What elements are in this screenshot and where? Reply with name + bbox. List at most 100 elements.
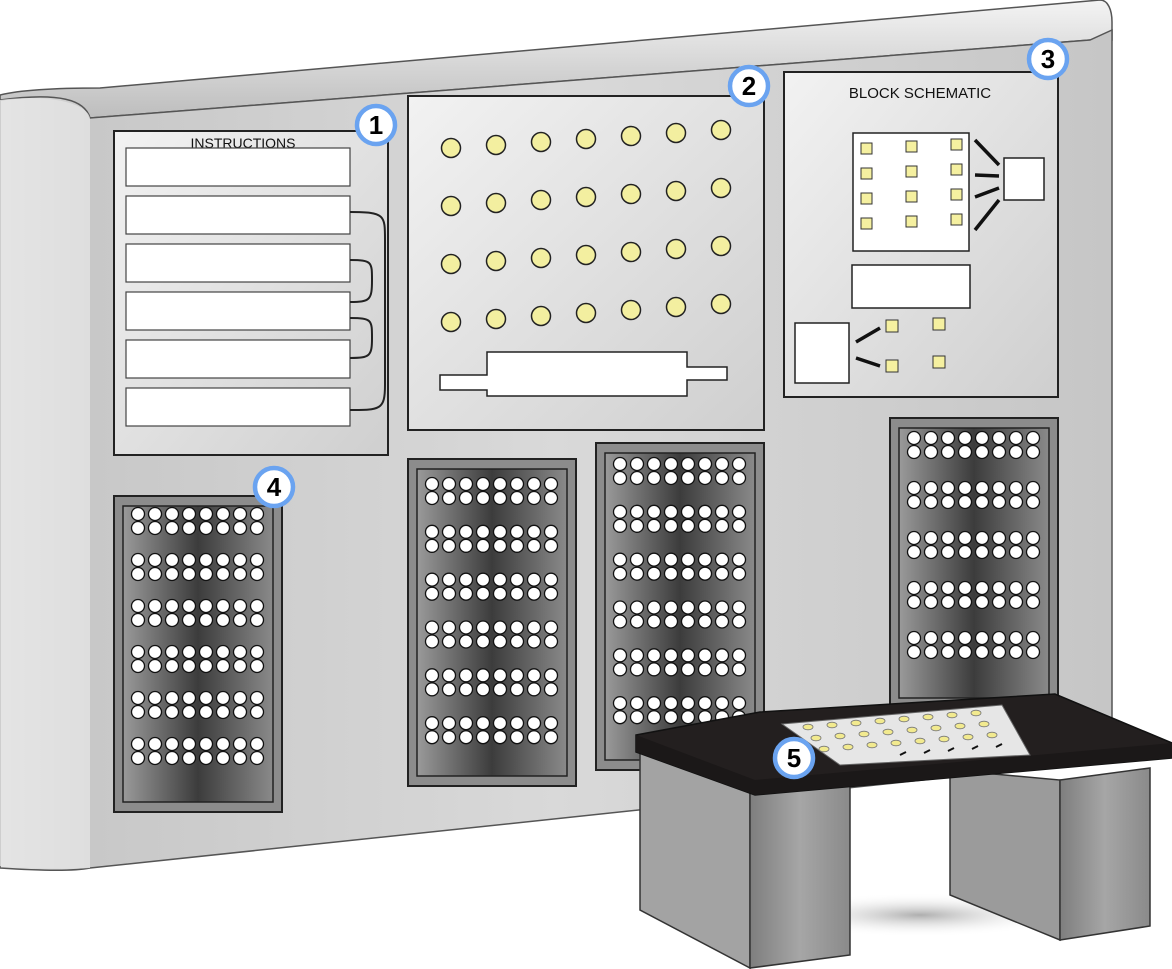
desk-lamp: [946, 711, 958, 719]
socket: [923, 594, 939, 610]
socket: [991, 494, 1007, 510]
socket: [940, 480, 956, 496]
socket: [697, 504, 713, 519]
socket: [663, 648, 679, 663]
schematic-output-box: [1003, 157, 1045, 201]
socket: [1025, 480, 1041, 496]
socket: [612, 648, 628, 663]
socket: [646, 614, 662, 629]
display-window: [439, 351, 728, 397]
socket: [906, 494, 922, 510]
socket: [663, 614, 679, 629]
socket: [731, 470, 747, 486]
socket: [629, 662, 645, 677]
socket: [646, 600, 662, 615]
indicator-lamp: [710, 119, 732, 141]
desk-lamp: [970, 709, 982, 717]
socket: [940, 594, 956, 610]
socket: [543, 476, 559, 492]
socket: [198, 566, 214, 582]
socket: [923, 480, 939, 496]
socket: [663, 710, 679, 725]
socket: [680, 504, 696, 519]
socket: [923, 494, 939, 510]
socket: [441, 586, 457, 601]
socket: [215, 658, 231, 674]
socket: [1008, 594, 1024, 610]
socket: [249, 658, 265, 674]
socket: [458, 524, 474, 539]
socket: [663, 600, 679, 615]
socket: [492, 572, 508, 587]
socket: [130, 736, 146, 752]
socket: [543, 620, 559, 635]
socket: [957, 494, 973, 510]
socket: [543, 490, 559, 506]
socket: [974, 480, 990, 496]
socket: [940, 430, 956, 446]
socket: [714, 566, 730, 581]
socket: [663, 456, 679, 472]
desk-lamp: [882, 728, 894, 736]
schematic-cell: [885, 359, 899, 373]
schematic-title: BLOCK SCHEMATIC: [849, 85, 991, 102]
socket: [164, 520, 180, 536]
socket: [697, 566, 713, 581]
socket: [940, 444, 956, 460]
socket: [957, 480, 973, 496]
socket: [680, 552, 696, 567]
socket: [249, 520, 265, 536]
socket: [198, 598, 214, 614]
socket: [526, 524, 542, 539]
socket: [492, 668, 508, 683]
socket: [1008, 630, 1024, 646]
socket: [147, 658, 163, 674]
socket: [198, 658, 214, 674]
indicator-lamp: [710, 293, 732, 315]
socket: [198, 690, 214, 706]
socket: [458, 668, 474, 683]
socket: [991, 630, 1007, 646]
indicator-lamp: [575, 244, 597, 266]
socket: [974, 644, 990, 660]
socket: [181, 690, 197, 706]
instruction-slot: [125, 195, 351, 235]
socket: [164, 598, 180, 614]
socket: [249, 506, 265, 522]
indicator-lamp: [440, 311, 462, 333]
indicator-lamp-panel: [407, 95, 765, 431]
socket: [198, 736, 214, 752]
desk-lamp: [850, 719, 862, 727]
socket: [731, 662, 747, 677]
desk-right-pedestal: [949, 767, 1151, 942]
socket: [1008, 644, 1024, 660]
socket: [612, 566, 628, 581]
socket: [130, 552, 146, 568]
socket: [629, 552, 645, 567]
socket: [1025, 594, 1041, 610]
desk-lamp: [962, 733, 974, 741]
socket: [181, 704, 197, 720]
socket: [215, 644, 231, 660]
socket: [612, 696, 628, 711]
socket: [164, 658, 180, 674]
socket: [492, 476, 508, 492]
socket: [646, 648, 662, 663]
schematic-cell: [950, 163, 963, 176]
socket: [612, 518, 628, 533]
socket: [680, 614, 696, 629]
socket: [509, 716, 525, 731]
socket: [1008, 580, 1024, 596]
socket: [629, 456, 645, 472]
indicator-lamp: [665, 122, 687, 144]
socket: [646, 662, 662, 677]
schematic-cell: [950, 138, 963, 151]
socket: [164, 704, 180, 720]
socket: [1025, 444, 1041, 460]
socket: [215, 552, 231, 568]
socket: [957, 530, 973, 546]
socket: [923, 644, 939, 660]
socket: [923, 444, 939, 460]
socket: [731, 614, 747, 629]
indicator-lamp: [665, 296, 687, 318]
